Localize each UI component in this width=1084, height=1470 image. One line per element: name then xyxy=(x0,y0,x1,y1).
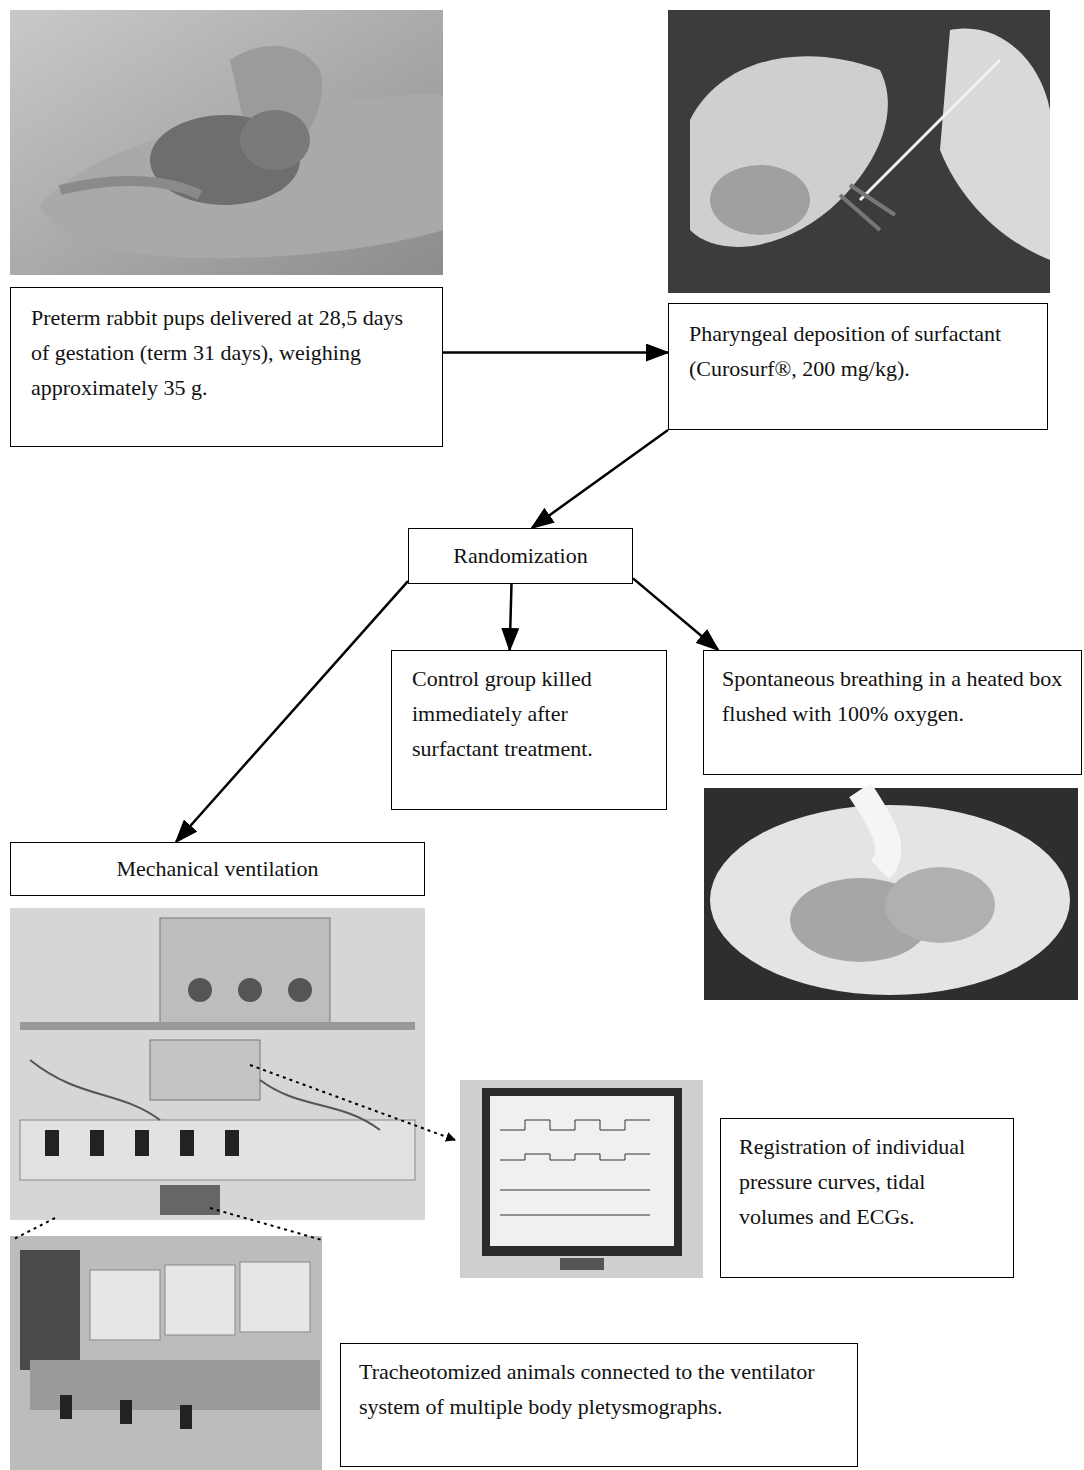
leader-line xyxy=(12,1218,55,1240)
process-box: Control group killed immediately after s… xyxy=(391,650,667,810)
process-box: Tracheotomized animals connected to the … xyxy=(340,1343,858,1467)
process-box: Randomization xyxy=(408,528,633,584)
box-text: Mechanical ventilation xyxy=(19,851,416,886)
leader-line xyxy=(210,1208,322,1240)
pup-in-hand-photo xyxy=(10,10,443,275)
flow-arrow xyxy=(443,351,668,354)
process-box: Pharyngeal deposition of surfactant (Cur… xyxy=(668,303,1048,430)
box-text: Pharyngeal deposition of surfactant (Cur… xyxy=(689,316,1027,386)
box-text: Control group killed immediately after s… xyxy=(412,661,646,767)
heated-box-photo xyxy=(704,788,1078,1000)
process-box: Preterm rabbit pups delivered at 28,5 da… xyxy=(10,287,443,447)
box-text: Randomization xyxy=(417,538,624,573)
plethysmograph-photo xyxy=(10,1236,322,1470)
process-box: Spontaneous breathing in a heated box fl… xyxy=(703,650,1082,775)
flow-arrow xyxy=(633,578,718,650)
monitor-photo xyxy=(460,1080,703,1278)
surfactant-deposition-photo xyxy=(668,10,1050,293)
box-text: Preterm rabbit pups delivered at 28,5 da… xyxy=(31,300,422,406)
flow-arrow xyxy=(510,584,512,650)
flow-arrow xyxy=(532,430,668,528)
process-box: Mechanical ventilation xyxy=(10,842,425,896)
process-box: Registration of individual pressure curv… xyxy=(720,1118,1014,1278)
box-text: Registration of individual pressure curv… xyxy=(739,1129,995,1235)
leader-line xyxy=(250,1065,455,1140)
ventilator-setup-photo xyxy=(10,908,425,1220)
box-text: Tracheotomized animals connected to the … xyxy=(359,1354,839,1424)
box-text: Spontaneous breathing in a heated box fl… xyxy=(722,661,1063,731)
flow-arrow xyxy=(176,581,408,842)
